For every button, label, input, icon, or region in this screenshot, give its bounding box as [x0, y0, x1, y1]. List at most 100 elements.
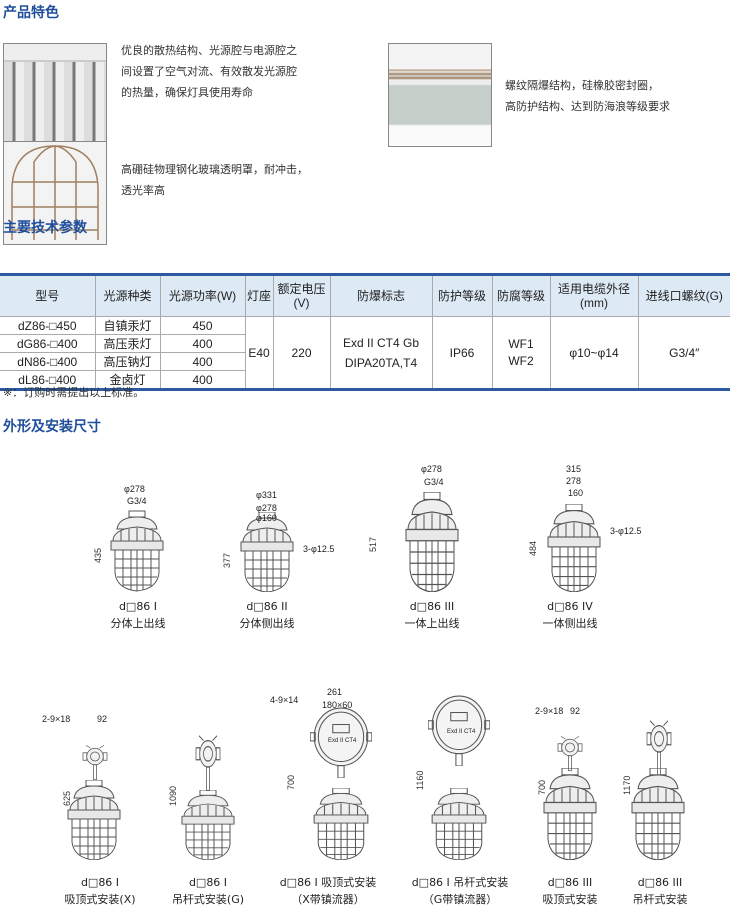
feature-line: 高硼硅物理钢化玻璃透明罩，耐冲击，: [121, 163, 308, 176]
feature-line: 间设置了空气对流、有效散发光源腔: [121, 65, 297, 78]
dim-label: 517: [368, 536, 378, 552]
dim-label: 4-9×14: [270, 695, 299, 705]
col-header: 型号: [0, 273, 95, 317]
nameplate-label: Exd II CT4: [447, 729, 476, 735]
desc-label: 吸顶式安装: [542, 893, 598, 905]
section-title-dimensions: 外形及安装尺寸: [3, 419, 101, 435]
heat-sink-photo: [3, 43, 107, 147]
feature-text-1: 优良的散热结构、光源腔与电源腔之 间设置了空气对流、有效散发光源腔 的热量，确保…: [121, 40, 297, 103]
desc-label: 一体上出线: [404, 617, 460, 630]
dim-label: 278: [566, 476, 582, 486]
feature-text-2: 螺纹隔爆结构，硅橡胶密封圈， 高防护结构、达到防海浪等级要求: [505, 75, 670, 117]
ex-mark-line: DIPA20TA,T4: [344, 355, 418, 370]
nameplate-label: Exd II CT4: [328, 738, 357, 744]
model-cell: dZ86-□450: [0, 316, 95, 335]
table-header-row: 型号 光源种类 光源功率(W) 灯座 额定电压(V) 防爆标志 防护等级 防腐等…: [0, 273, 730, 317]
dim-label: φ160: [256, 513, 277, 523]
thread-cell: G3/4″: [637, 316, 730, 390]
col-header: 灯座: [244, 273, 273, 317]
col-header: 额定电压(V): [272, 273, 330, 317]
feature-line: 优良的散热结构、光源腔与电源腔之: [121, 44, 297, 57]
model-label: d□86 I: [80, 876, 120, 889]
model-label: d□86 I: [118, 600, 158, 613]
feature-text-3: 高硼硅物理钢化玻璃透明罩，耐冲击， 透光率高: [121, 159, 308, 201]
dim-label: 377: [222, 552, 232, 568]
feature-line: 螺纹隔爆结构，硅橡胶密封圈，: [505, 79, 659, 92]
glass-cover-photo: [3, 141, 107, 245]
dim-label: 1170: [622, 775, 632, 795]
dim-label: 700: [286, 774, 296, 790]
feature-line: 的热量，确保灯具使用寿命: [121, 86, 253, 99]
diagram-caption: d□86 I 吸顶式安装（X带镇流器）: [258, 874, 398, 905]
lamp-drawing: [237, 512, 297, 592]
col-header: 防腐等级: [491, 273, 550, 317]
dim-label: 2-9×18: [535, 706, 564, 716]
corrosion-line: WF2: [508, 353, 534, 368]
model-label: d□86 III: [409, 600, 455, 613]
dim-label: φ278: [124, 484, 145, 494]
dim-label: 92: [570, 706, 581, 716]
col-header: 进线口螺纹(G): [637, 273, 730, 317]
lamp-drawing: [64, 780, 124, 860]
feature-line: 透光率高: [121, 184, 165, 197]
feature-line: 高防护结构、达到防海浪等级要求: [505, 100, 670, 113]
spec-table: 型号 光源种类 光源功率(W) 灯座 额定电压(V) 防爆标志 防护等级 防腐等…: [0, 273, 730, 391]
socket-cell: E40: [244, 316, 273, 390]
power-cell: 400: [159, 334, 245, 353]
dim-label: φ331: [256, 490, 277, 500]
dim-label: 700: [537, 779, 547, 795]
desc-label: 吊杆式安装(G): [171, 893, 245, 905]
lamp-drawing: [540, 768, 600, 860]
lamp-drawing: [402, 492, 462, 592]
dim-label: G3/4: [424, 477, 444, 487]
lamp-drawing: [628, 768, 688, 860]
diagram-caption: d□86 II 分体侧出线: [207, 598, 327, 632]
model-label: d□86 I 吊杆式安装: [411, 876, 509, 889]
dim-label: 625: [62, 790, 72, 806]
dim-label: 2-9×18: [42, 714, 71, 724]
desc-label: （X带镇流器）: [291, 893, 365, 905]
dim-label: 160: [568, 488, 584, 498]
desc-label: 分体侧出线: [239, 617, 295, 630]
col-header: 适用电缆外径(mm): [549, 273, 638, 317]
dim-label: 1090: [168, 785, 178, 806]
model-label: d□86 I: [188, 876, 228, 889]
cable-cell: φ10~φ14: [549, 316, 638, 390]
lamp-drawing: [428, 788, 490, 860]
junction-box-drawing: [80, 736, 110, 786]
dim-label: 3-φ12.5: [303, 544, 335, 554]
lamp-type-cell: 高压汞灯: [94, 334, 160, 353]
col-header: 防爆标志: [329, 273, 432, 317]
model-label: d□86 II: [246, 600, 288, 613]
dim-label: 92: [97, 714, 108, 724]
junction-box-drawing: [644, 716, 674, 776]
section-title-specs: 主要技术参数: [3, 220, 87, 236]
desc-label: 一体侧出线: [542, 617, 598, 630]
desc-label: 吸顶式安装(X): [64, 893, 136, 905]
lamp-drawing: [310, 788, 372, 860]
power-cell: 450: [159, 316, 245, 335]
dim-label: 484: [528, 540, 538, 556]
lamp-drawing: [544, 504, 604, 592]
diagram-caption: d□86 I 吊杆式安装(G): [148, 874, 268, 905]
desc-label: （G带镇流器）: [422, 893, 498, 905]
col-header: 光源种类: [94, 273, 160, 317]
lamp-drawing: [178, 790, 238, 860]
dim-label: 3-φ12.5: [610, 526, 642, 536]
model-cell: dL86-□400: [0, 370, 95, 390]
diagram-caption: d□86 III 一体上出线: [372, 598, 492, 632]
diagram-caption: d□86 I 吸顶式安装(X): [40, 874, 160, 905]
section-title-features: 产品特色: [3, 5, 59, 21]
voltage-cell: 220: [272, 316, 330, 390]
dim-label: 435: [93, 547, 103, 563]
thread-photo: [388, 43, 492, 147]
diagram-caption: d□86 I 吊杆式安装 （G带镇流器）: [390, 874, 530, 905]
dim-label: 180×60: [322, 700, 353, 710]
lamp-type-cell: 高压钠灯: [94, 352, 160, 371]
